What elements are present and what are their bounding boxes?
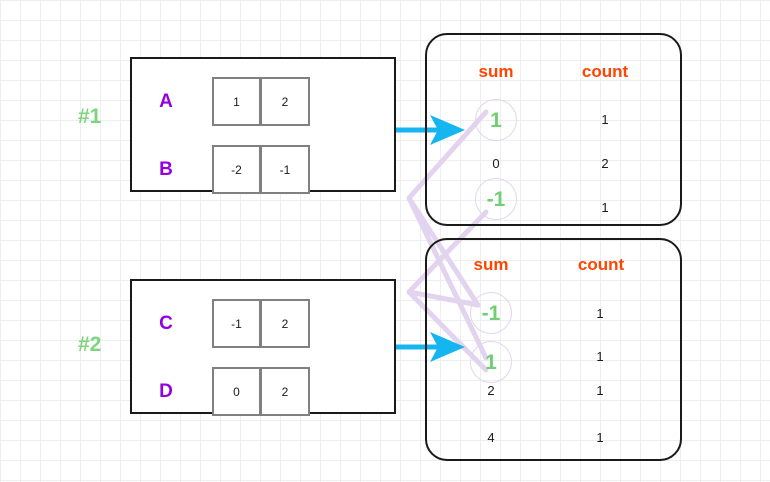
partition-box-1: A 1 2 B -2 -1 bbox=[130, 57, 396, 194]
panel1-count-1: 2 bbox=[601, 156, 609, 171]
row-cells-A: 1 2 bbox=[212, 77, 310, 126]
panel2-count-1: 1 bbox=[596, 349, 604, 364]
cell-A-0: 1 bbox=[212, 77, 261, 126]
cell-C-1: 2 bbox=[261, 299, 310, 348]
panel2-count-2: 1 bbox=[596, 383, 604, 398]
group-label-1: #1 bbox=[78, 105, 102, 128]
panel1-count-2: 1 bbox=[601, 200, 609, 215]
cell-B-1: -1 bbox=[261, 145, 310, 194]
panel2-header-count: count bbox=[577, 255, 625, 274]
panel2-sum-2: 2 bbox=[487, 383, 495, 398]
partition-row-D: D 0 2 bbox=[144, 367, 310, 416]
aggregate-panel-2 bbox=[425, 238, 682, 461]
panel2-sum-1: 1 bbox=[485, 351, 497, 374]
cell-A-1: 2 bbox=[261, 77, 310, 126]
row-label-B: B bbox=[159, 158, 173, 180]
row-label-D: D bbox=[159, 380, 173, 402]
panel1-sum-2: -1 bbox=[486, 188, 506, 211]
partition-row-C: C -1 2 bbox=[144, 299, 310, 348]
aggregate-panel-1 bbox=[425, 33, 682, 226]
cell-D-1: 2 bbox=[261, 367, 310, 416]
cell-D-0: 0 bbox=[212, 367, 261, 416]
partition-box-2: C -1 2 D 0 2 bbox=[130, 279, 396, 416]
row-label-C: C bbox=[159, 312, 173, 334]
row-label-A: A bbox=[159, 90, 173, 112]
partition-row-B: B -2 -1 bbox=[144, 145, 310, 194]
halo-panel2-row2 bbox=[470, 341, 512, 383]
partition-row-A: A 1 2 bbox=[144, 77, 310, 126]
panel1-sum-0: 1 bbox=[490, 109, 502, 132]
panel1-header-count: count bbox=[581, 62, 629, 81]
cell-B-0: -2 bbox=[212, 145, 261, 194]
row-cells-D: 0 2 bbox=[212, 367, 310, 416]
halo-panel2-row1 bbox=[470, 292, 512, 334]
group-label-2: #2 bbox=[78, 333, 102, 356]
panel1-header-sum: sum bbox=[478, 62, 514, 81]
halo-panel1-row1 bbox=[475, 99, 517, 141]
panel2-count-0: 1 bbox=[596, 306, 604, 321]
panel1-count-0: 1 bbox=[601, 112, 609, 127]
panel2-sum-3: 4 bbox=[487, 430, 495, 445]
panel1-sum-1: 0 bbox=[492, 156, 500, 171]
panel2-sum-0: -1 bbox=[481, 302, 501, 325]
row-cells-C: -1 2 bbox=[212, 299, 310, 348]
panel2-header-sum: sum bbox=[473, 255, 509, 274]
halo-panel1-row3 bbox=[475, 178, 517, 220]
cell-C-0: -1 bbox=[212, 299, 261, 348]
panel2-count-3: 1 bbox=[596, 430, 604, 445]
row-cells-B: -2 -1 bbox=[212, 145, 310, 194]
